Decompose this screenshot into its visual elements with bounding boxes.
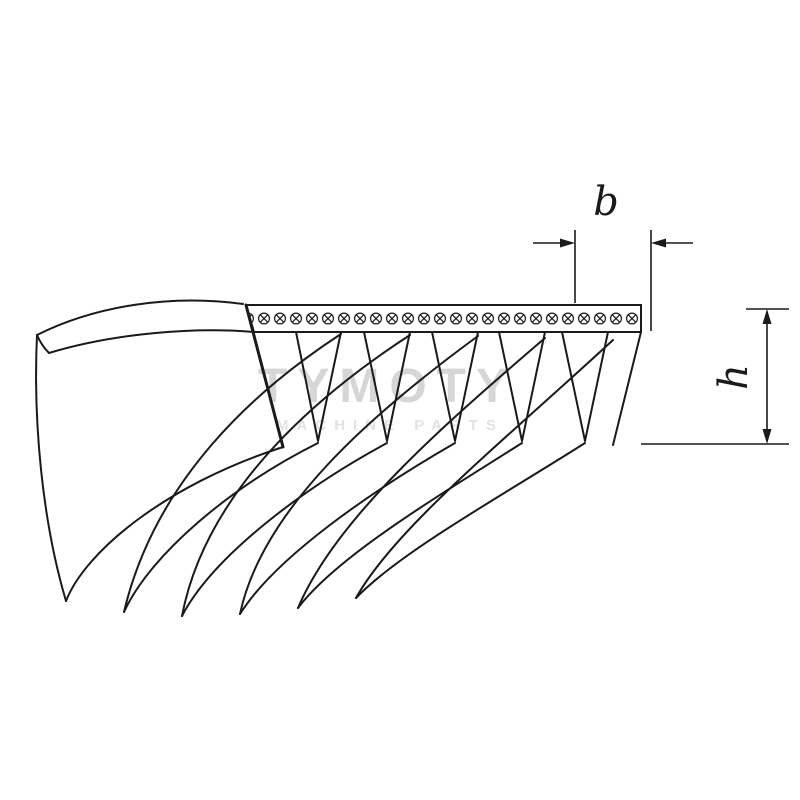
rib-strip-inner <box>123 442 319 613</box>
rib-strip-outer <box>297 337 546 609</box>
rib-triangle <box>295 331 342 442</box>
belt-perspective-ribs <box>35 299 614 617</box>
arrowhead-left <box>651 238 666 248</box>
belt-back-edge-top <box>36 299 244 336</box>
rib-triangle <box>431 331 479 442</box>
belt-right-cut-edge <box>612 331 642 446</box>
rib-strip-inner <box>355 442 586 599</box>
arrowhead-down <box>762 429 772 444</box>
dimension-h: h <box>641 308 789 445</box>
rib-triangle <box>363 331 411 442</box>
belt-left-wedge <box>36 334 50 354</box>
rib-strip-outer <box>35 334 67 602</box>
rib-strip-inner <box>65 446 284 602</box>
belt-back-edge-bottom <box>48 329 255 354</box>
dim-h-label: h <box>711 364 757 390</box>
rib-strip-outer <box>239 335 479 615</box>
dimension-b: b <box>533 179 693 331</box>
rib-strip-inner <box>297 442 523 609</box>
rib-strip-outer <box>123 333 342 613</box>
rib-triangle <box>498 331 546 442</box>
arrowhead-up <box>762 309 772 324</box>
rib-strip-outer <box>355 339 614 599</box>
belt-left-cut-edge <box>244 303 285 449</box>
rib-triangle <box>561 331 609 442</box>
belt-front-face <box>244 303 642 449</box>
watermark-title: TYMOTY <box>258 360 518 413</box>
rib-strip-inner <box>239 442 456 615</box>
rib-strip-inner <box>181 442 388 617</box>
cord-band <box>244 304 642 333</box>
arrowhead-right <box>560 238 575 248</box>
dim-b-label: b <box>593 179 619 225</box>
